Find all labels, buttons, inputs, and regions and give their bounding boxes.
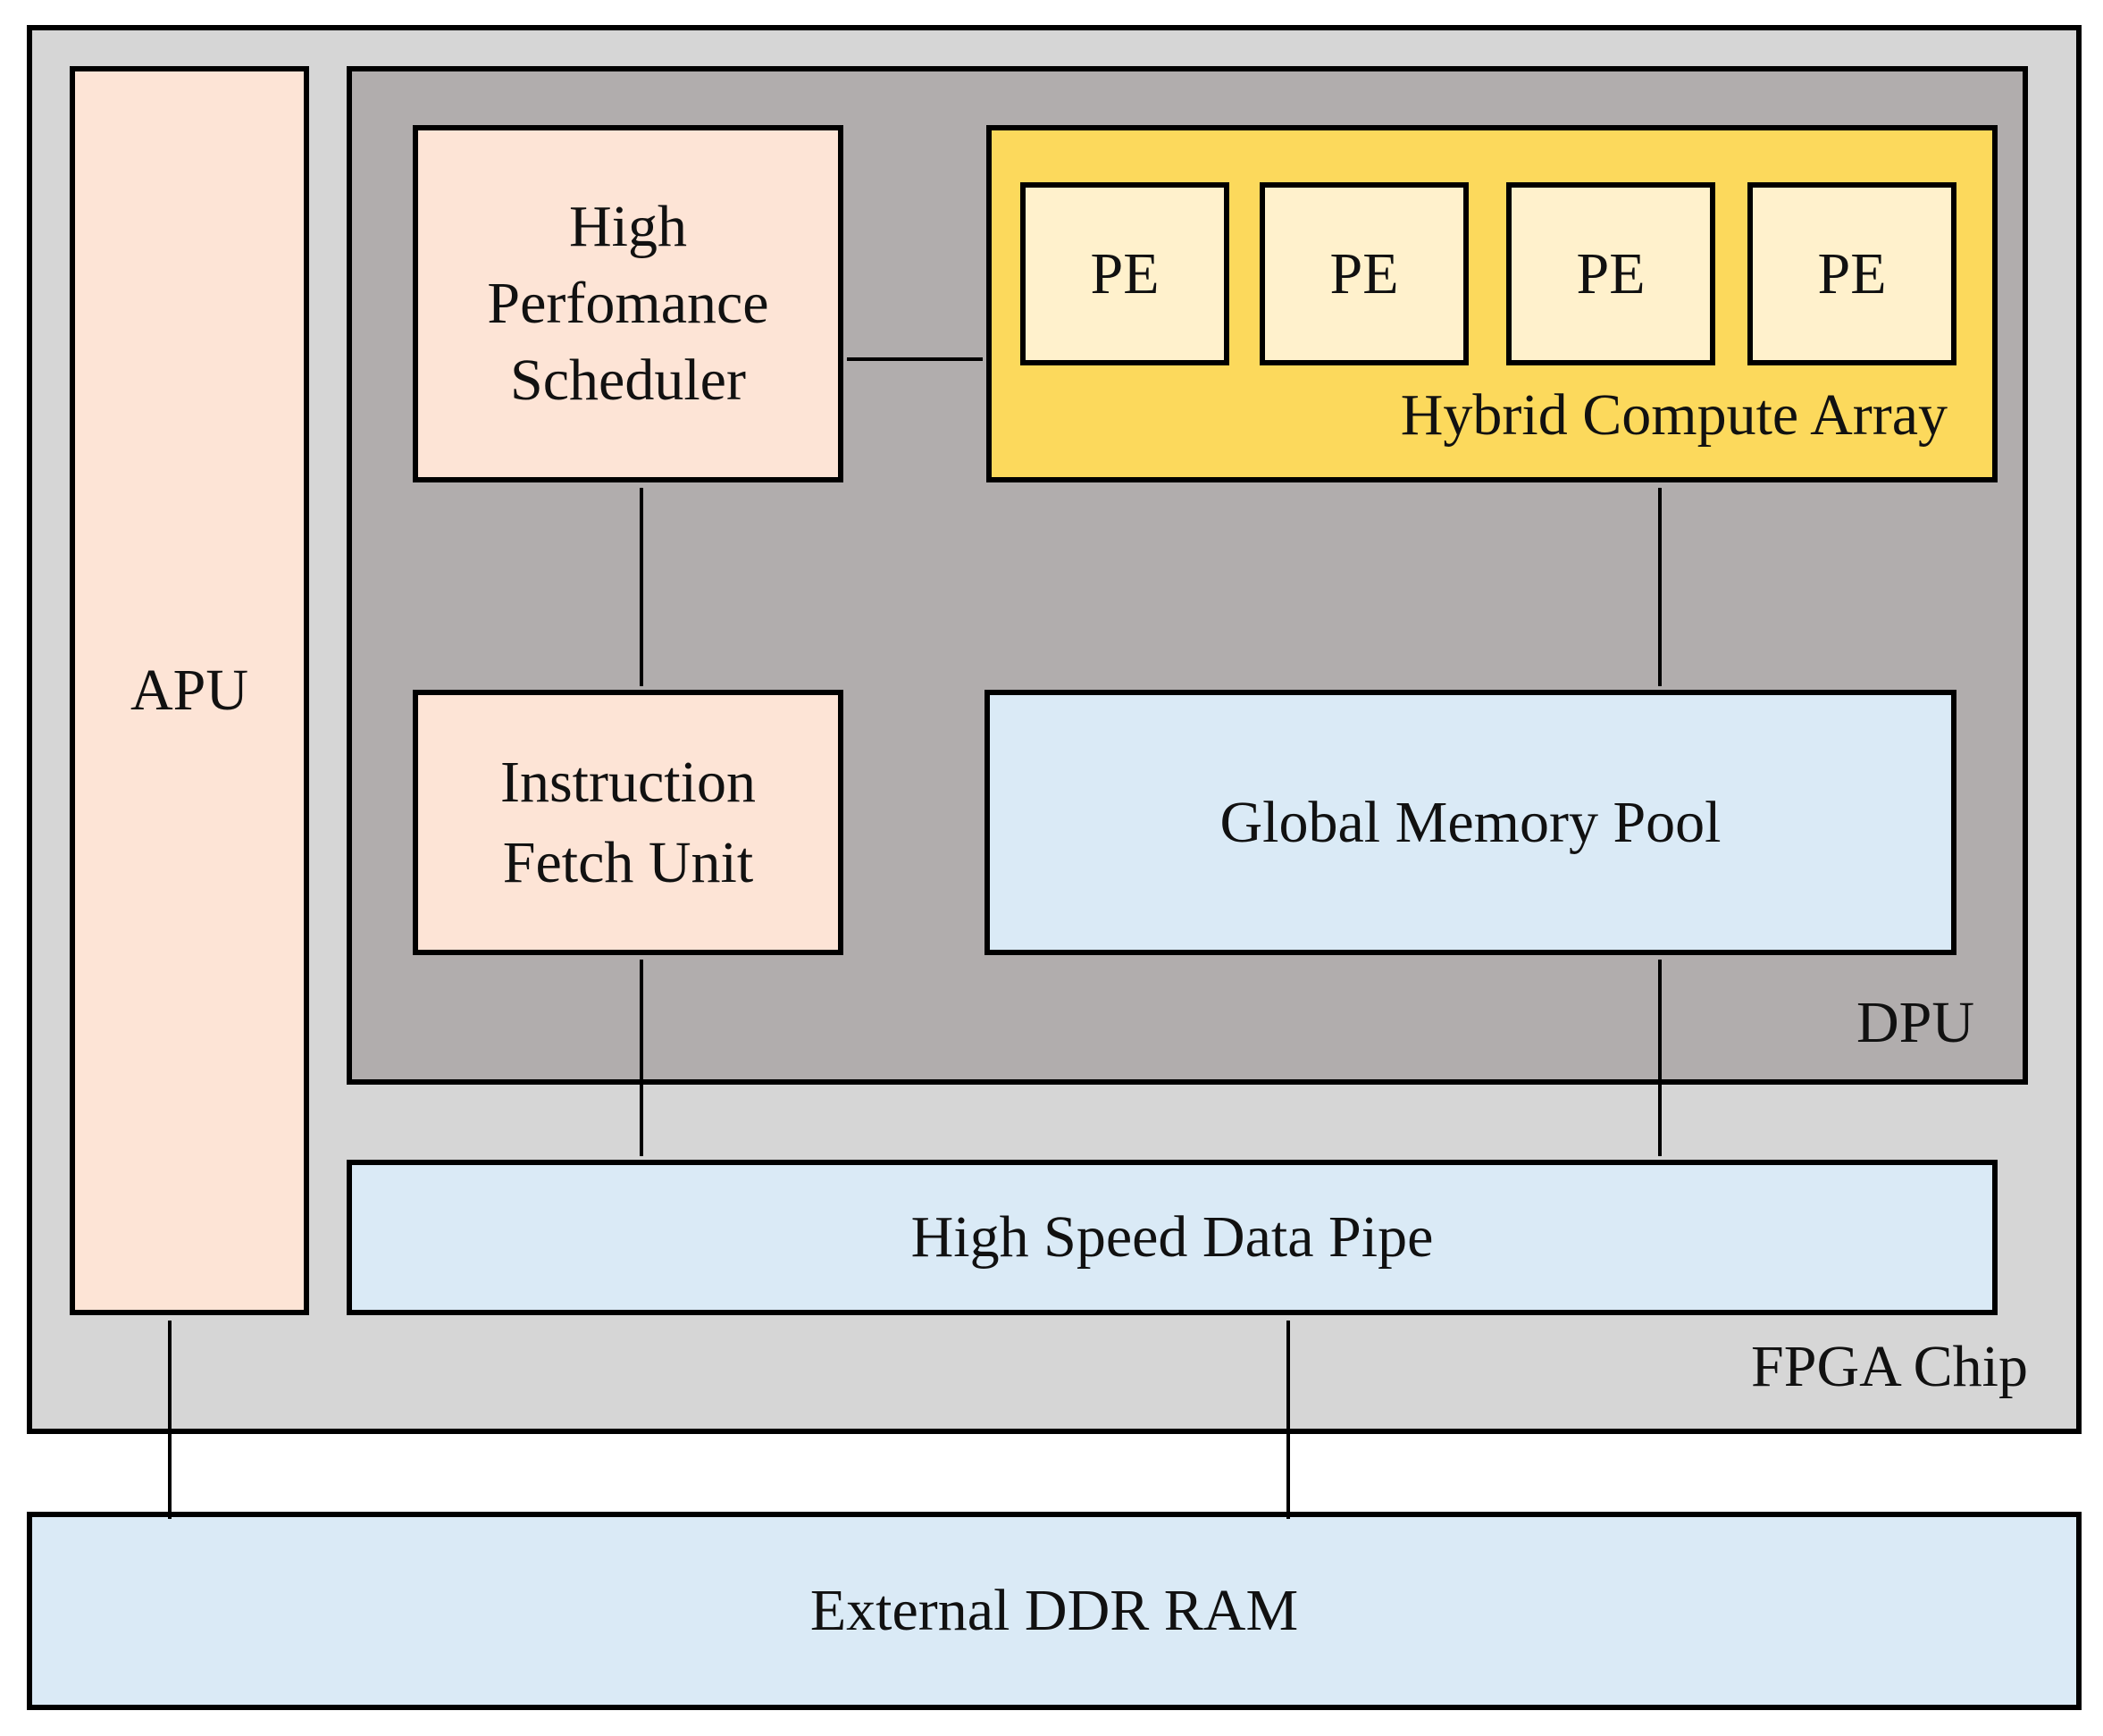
high-speed-data-pipe-box: High Speed Data Pipe <box>347 1160 1998 1315</box>
pe-label-1: PE <box>1090 240 1160 306</box>
scheduler-box: High Perfomance Scheduler <box>413 125 843 482</box>
apu-box: APU <box>70 66 309 1315</box>
pe-label-4: PE <box>1817 240 1887 306</box>
pe-label-2: PE <box>1329 240 1399 306</box>
external-ddr-box: External DDR RAM <box>27 1512 2082 1710</box>
pe-label-3: PE <box>1576 240 1646 306</box>
external-ddr-label: External DDR RAM <box>809 1578 1299 1644</box>
global-memory-pool-box: Global Memory Pool <box>984 690 1956 955</box>
apu-label: APU <box>130 658 249 724</box>
scheduler-label: High Perfomance Scheduler <box>487 189 768 418</box>
instruction-fetch-line-1: Instruction <box>500 750 756 816</box>
pe-box-1: PE <box>1020 182 1229 365</box>
pe-box-2: PE <box>1260 182 1469 365</box>
pe-box-3: PE <box>1506 182 1715 365</box>
dpu-label: DPU <box>1856 990 1974 1055</box>
high-speed-data-pipe-label: High Speed Data Pipe <box>910 1204 1434 1271</box>
instruction-fetch-box: Instruction Fetch Unit <box>413 690 843 955</box>
fpga-chip-label: FPGA Chip <box>1751 1334 2028 1399</box>
hybrid-compute-array-label: Hybrid Compute Array <box>1400 382 1948 448</box>
pe-box-4: PE <box>1747 182 1956 365</box>
scheduler-line-3: Scheduler <box>510 347 746 413</box>
scheduler-line-1: High <box>569 194 687 260</box>
instruction-fetch-label: Instruction Fetch Unit <box>500 742 756 902</box>
global-memory-pool-label: Global Memory Pool <box>1219 789 1722 855</box>
instruction-fetch-line-2: Fetch Unit <box>502 829 754 895</box>
scheduler-line-2: Perfomance <box>487 271 769 337</box>
